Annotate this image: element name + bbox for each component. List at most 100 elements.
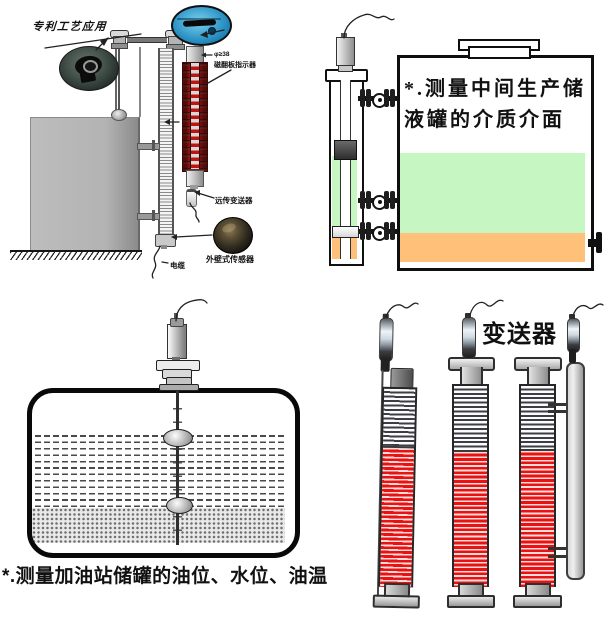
- cable-label-dash: [161, 261, 169, 264]
- valve-flange: [366, 222, 371, 240]
- base-plate: [513, 595, 562, 608]
- lower-liquid-layer: [400, 233, 585, 262]
- lower-connection-flange: [152, 210, 155, 221]
- bypass-pipe: [566, 362, 585, 580]
- valve-dot: [377, 98, 382, 102]
- empty-indication-section: [383, 388, 416, 447]
- level-column-2: [452, 384, 489, 587]
- drain-stem: [161, 245, 167, 249]
- remote-transmitter-sensor: [186, 189, 197, 207]
- indicator-leader: [207, 69, 232, 84]
- valve-flange: [366, 191, 371, 209]
- base-plate: [447, 595, 495, 608]
- pipe-transmitter-tip: [569, 349, 576, 363]
- tank-transmitter-neck: [172, 357, 180, 361]
- valve-flange: [390, 89, 395, 107]
- water-interface-float: [166, 497, 193, 514]
- transmitter-capsule: [378, 317, 394, 362]
- float-knob-icon: [208, 27, 216, 35]
- tank-transmitter: [167, 324, 187, 359]
- photo-highlight: [221, 221, 237, 235]
- valve-flange: [360, 222, 365, 240]
- transmitter-caption: 变送器: [482, 322, 557, 348]
- process-connection-lower: [137, 213, 160, 220]
- valve-flange: [360, 191, 365, 209]
- side-nozzle-flange: [596, 232, 602, 253]
- diameter-label: φ≥38: [214, 51, 230, 58]
- ground-hatch: [10, 250, 142, 260]
- red-level-section: [521, 449, 554, 587]
- float-chamber-photo: [171, 5, 232, 46]
- upper-connection-flange: [152, 140, 155, 151]
- tank-manhole-lid-base: [468, 46, 531, 59]
- indicator-label: 磁翻板指示器: [214, 62, 256, 69]
- empty-indication-section: [454, 386, 487, 450]
- float-disc-ring: [83, 60, 98, 73]
- tank-top-valve-base: [111, 43, 128, 49]
- level-column-1: [370, 310, 426, 609]
- wall-sensor-leader: [175, 234, 213, 238]
- isolation-valve-2: [372, 194, 387, 210]
- float: [111, 109, 127, 121]
- tank-flange-plate: [159, 384, 199, 391]
- base-plate: [372, 594, 420, 609]
- fuel-tank: [27, 388, 300, 558]
- valve-flange: [384, 222, 389, 240]
- oil-float: [163, 429, 193, 447]
- tank-transmitter-cap: [170, 318, 184, 327]
- valve-flange: [366, 89, 371, 107]
- oil-layer: [32, 433, 285, 508]
- valve-flange: [384, 89, 389, 107]
- gauge-guide-tube: [340, 80, 351, 259]
- waterline: [177, 18, 221, 20]
- valve-flange: [390, 191, 395, 209]
- capsule-knob: [465, 313, 471, 318]
- side-nozzle: [588, 239, 597, 247]
- valve-dot: [377, 200, 382, 204]
- cable-label: 电缆: [170, 261, 185, 270]
- mounting-bracket: [548, 555, 567, 558]
- interface-caption-line1: *.测量中间生产储: [404, 78, 586, 100]
- pipe-transmitter-capsule: [567, 318, 580, 353]
- red-level-section: [380, 445, 415, 588]
- patent-title: 专利工艺应用: [31, 21, 108, 33]
- level-column-3: [519, 384, 556, 587]
- arrowhead: [100, 37, 109, 46]
- flap-strip: [190, 63, 200, 169]
- red-level-section: [454, 450, 487, 587]
- empty-indication-section: [521, 386, 554, 449]
- transmitter-capsule: [462, 317, 476, 359]
- float-rod: [118, 46, 120, 110]
- mounting-bracket: [548, 403, 567, 406]
- process-connection-upper: [137, 143, 160, 150]
- interface-caption-line2: 液罐的介质介面: [404, 109, 565, 131]
- wall-sensor-photo: [213, 217, 253, 254]
- fuel-caption: *.测量加油站储罐的油位、水位、油温: [2, 566, 328, 587]
- valve-flange: [360, 89, 365, 107]
- connecting-pipe-top: [127, 37, 167, 43]
- remote-transmitter-label: 远传变送器: [215, 196, 253, 205]
- valve-flange: [384, 191, 389, 209]
- column-body: [378, 386, 418, 588]
- capsule-knob: [569, 314, 575, 319]
- float-photo: [59, 46, 119, 91]
- remote-leader: [197, 192, 215, 199]
- mounting-bracket: [548, 410, 567, 413]
- magnetic-gauge-rail: [158, 48, 174, 235]
- mounting-bracket: [548, 547, 567, 550]
- pipe-transmitter-cable: [572, 303, 604, 317]
- head-transmitter-tip: [341, 33, 347, 37]
- float-capsule-icon: [182, 19, 217, 27]
- valve-dot: [377, 231, 382, 235]
- indicator-stem: [190, 185, 198, 189]
- interface-float-band: [332, 226, 359, 238]
- process-tank: *.测量中间生产储 液罐的介质介面: [397, 55, 594, 271]
- drain-cable: [151, 245, 161, 279]
- storage-vessel: [30, 117, 140, 252]
- water-layer: [32, 508, 285, 543]
- tank-transmitter-tip: [174, 313, 178, 318]
- capsule-knob: [382, 313, 389, 319]
- column-2-cable: [469, 299, 504, 316]
- wall-sensor-label: 外壁式传感器: [206, 255, 254, 264]
